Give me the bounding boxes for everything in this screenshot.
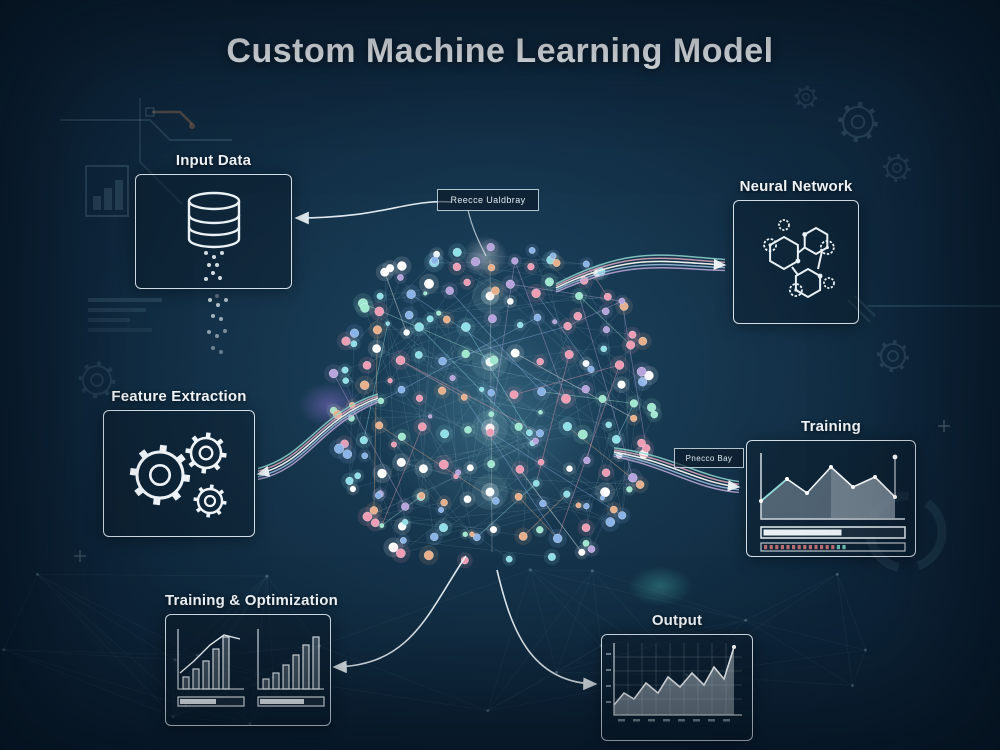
tag-training-text: Pnecco Bay [685, 453, 733, 463]
panel-output-label: Output [651, 612, 703, 629]
panel-neural-network: Neural Network [733, 178, 859, 324]
tag-drop-line [467, 209, 487, 257]
output-chart-icon [606, 643, 742, 722]
panel-input-data-box [135, 174, 292, 289]
training-chart-icon [759, 453, 906, 552]
background-decorations [60, 85, 1000, 573]
tag-center: Reecce Ualdbray [437, 189, 539, 211]
panel-output: Output [601, 612, 753, 741]
falling-data-dots [207, 294, 228, 354]
bottom-network-mesh [2, 568, 867, 726]
bar-charts-icon [177, 629, 325, 707]
database-icon [187, 191, 241, 281]
panel-feature-extraction-box [103, 410, 255, 537]
tag-training: Pnecco Bay [674, 448, 744, 468]
arrow-to-output [496, 569, 598, 691]
panel-training-label: Training [801, 418, 861, 435]
panel-neural-network-label: Neural Network [739, 178, 853, 195]
panel-feature-extraction: Feature Extraction [103, 388, 255, 537]
panel-input-data-label: Input Data [175, 152, 252, 169]
panel-training-box [746, 440, 916, 557]
arrow-to-input-data [294, 200, 453, 225]
neural-sphere [324, 239, 662, 569]
panel-training-optimization-box [165, 614, 331, 726]
panel-output-box [601, 634, 753, 741]
panel-training-optimization: Training & Optimization [165, 592, 338, 726]
panel-neural-network-box [733, 200, 859, 324]
tag-center-text: Reecce Ualdbray [450, 195, 526, 205]
gear-network-icon [763, 219, 835, 299]
gears-icon [129, 432, 227, 518]
panel-feature-extraction-label: Feature Extraction [111, 388, 247, 405]
panel-input-data: Input Data [135, 152, 292, 289]
diagram-title: Custom Machine Learning Model [226, 32, 774, 70]
panel-training: Training [746, 418, 916, 557]
arrow-to-training-optimization [332, 555, 467, 674]
panel-training-optimization-label: Training & Optimization [165, 592, 338, 609]
flow-arrows [256, 200, 741, 691]
